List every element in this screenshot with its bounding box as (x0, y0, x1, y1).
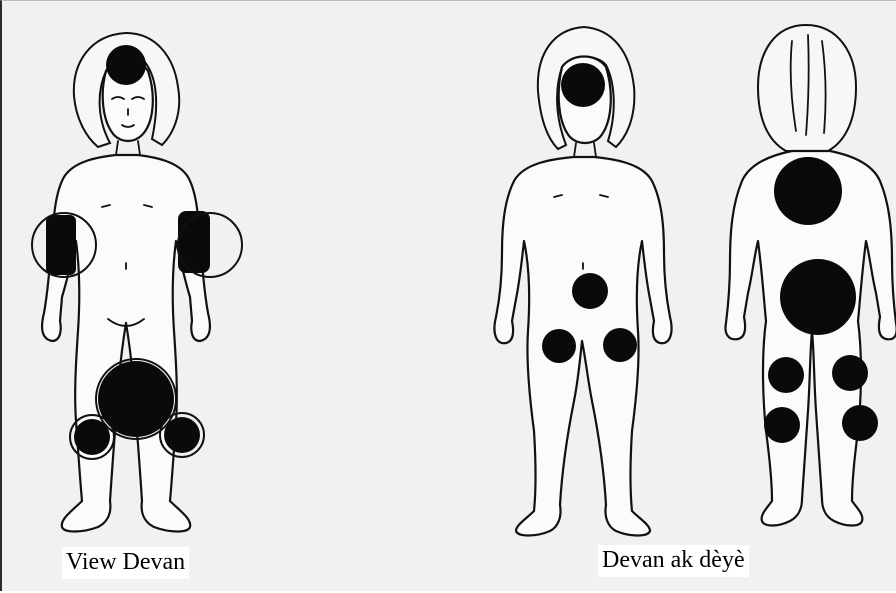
child-front-figure-middle (494, 27, 671, 536)
spot-head-crown (106, 45, 146, 85)
body-outline-front-middle (494, 157, 671, 536)
spot-thigh-right (542, 329, 576, 363)
spot-upper-arm-left (178, 211, 210, 273)
neck-middle (574, 143, 596, 157)
caption-front-and-back-view: Devan ak dèyè (598, 545, 749, 577)
spot-upper-back (774, 157, 842, 225)
spot-lower-back (780, 259, 856, 335)
spot-calf-right (764, 407, 800, 443)
spot-knee-right (74, 419, 110, 455)
child-front-figure-left (32, 33, 242, 532)
spot-back-thigh-left (832, 355, 868, 391)
spot-knee-left (164, 417, 200, 453)
spot-thigh-left (603, 328, 637, 362)
spot-lower-abdomen (572, 273, 608, 309)
neck-left (116, 141, 140, 155)
spot-mouth-face (561, 63, 605, 107)
child-back-figure (726, 25, 896, 526)
caption-front-view: View Devan (62, 547, 189, 579)
spot-upper-arm-right (46, 215, 76, 275)
spot-back-thigh-right (768, 357, 804, 393)
spot-calf-left (842, 405, 878, 441)
